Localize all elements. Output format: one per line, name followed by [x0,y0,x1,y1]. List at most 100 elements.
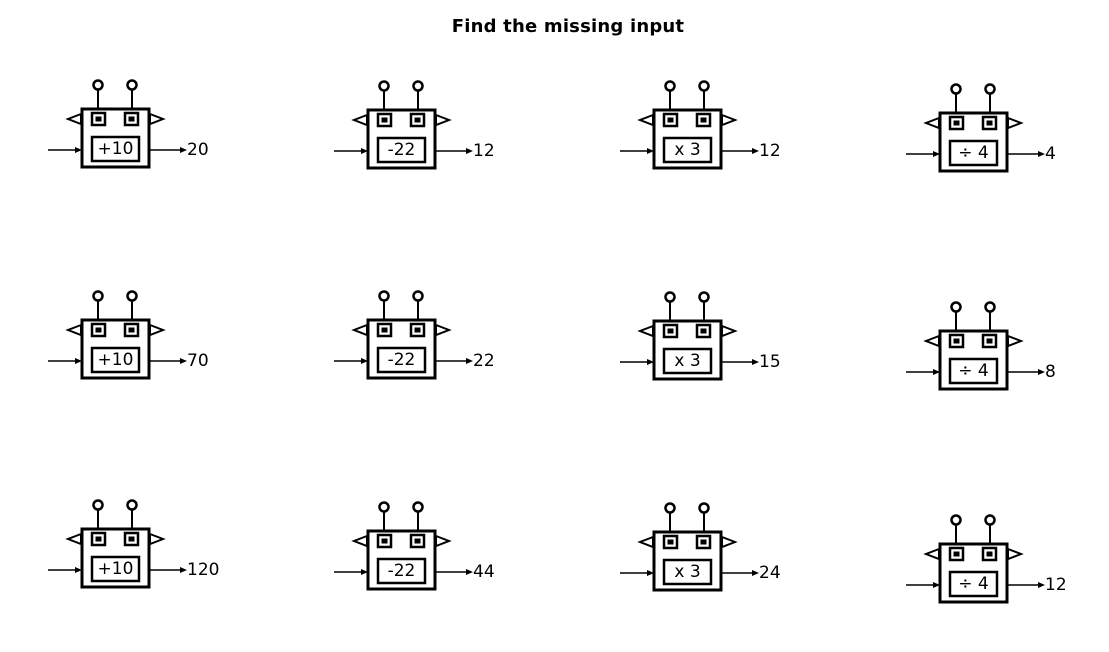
left-ear-icon [923,116,940,130]
input-arrow-head-icon [75,567,82,573]
left-ear-icon [65,112,82,126]
machine-pupil [953,551,960,557]
output-arrow-head-icon [466,358,473,364]
input-arrow-head-icon [361,569,368,575]
operation-panel [376,346,427,374]
left-ear-icon [351,534,368,548]
machine-drawing [48,79,187,169]
function-machine: ÷ 4 4 [906,69,1109,179]
antenna-ball-icon [664,80,676,92]
left-ear-icon [65,532,82,546]
machine-pupil [381,117,388,123]
machine-drawing [620,80,759,170]
antenna-ball-icon [378,290,390,302]
function-machine: -22 12 [334,66,564,176]
antenna-ball-icon [412,80,424,92]
operation-label: +10 [97,350,134,370]
machine-pupil [667,117,674,123]
operation-panel [90,346,141,374]
right-ear-icon [149,112,166,126]
machine-pupil [128,116,135,122]
machine-pupil [414,117,421,123]
operation-label: x 3 [674,562,701,582]
operation-label: -22 [387,561,416,581]
input-arrow-head-icon [933,151,940,157]
machine-pupil [667,328,674,334]
worksheet-title: Find the missing input [451,16,685,37]
antenna-ball-icon [984,83,996,95]
right-ear-icon [149,532,166,546]
output-value: 22 [473,351,495,371]
antenna-ball-icon [92,290,104,302]
machine-pupil [986,338,993,344]
machine-pupil [128,327,135,333]
operation-label: ÷ 4 [958,361,989,381]
operation-panel [948,570,999,598]
operation-panel [90,555,141,583]
machine-pupil [700,328,707,334]
output-value: 4 [1045,144,1056,164]
antenna-ball-icon [126,499,138,511]
output-value: 20 [187,140,209,160]
machine-pupil [953,120,960,126]
input-arrow-head-icon [647,148,654,154]
output-value: 120 [187,560,220,580]
operation-panel [948,139,999,167]
right-ear-icon [1007,116,1024,130]
operation-panel [662,136,713,164]
left-ear-icon [923,334,940,348]
right-ear-icon [435,534,452,548]
operation-label: x 3 [674,351,701,371]
right-ear-icon [1007,547,1024,561]
operation-label: ÷ 4 [958,143,989,163]
input-arrow-head-icon [647,359,654,365]
output-arrow-head-icon [466,148,473,154]
machine-drawing [334,501,473,591]
left-ear-icon [351,323,368,337]
operation-label: -22 [387,350,416,370]
right-ear-icon [721,113,738,127]
antenna-ball-icon [378,501,390,513]
operation-panel [90,135,141,163]
function-machine: +10 70 [48,276,278,386]
antenna-ball-icon [698,80,710,92]
machine-pupil [700,117,707,123]
antenna-ball-icon [412,501,424,513]
antenna-ball-icon [92,79,104,91]
input-arrow-head-icon [361,358,368,364]
output-value: 12 [473,141,495,161]
machine-drawing [906,514,1045,604]
antenna-ball-icon [126,290,138,302]
machine-pupil [381,327,388,333]
output-value: 44 [473,562,495,582]
operation-label: -22 [387,140,416,160]
right-ear-icon [721,324,738,338]
output-arrow-head-icon [752,570,759,576]
input-arrow-head-icon [647,570,654,576]
output-arrow-head-icon [180,567,187,573]
antenna-ball-icon [950,514,962,526]
machine-drawing [48,499,187,589]
machine-drawing [906,83,1045,173]
operation-label: +10 [97,139,134,159]
machine-pupil [986,120,993,126]
antenna-ball-icon [664,502,676,514]
output-arrow-head-icon [180,147,187,153]
output-arrow-head-icon [1038,151,1045,157]
operation-panel [662,347,713,375]
left-ear-icon [923,547,940,561]
right-ear-icon [149,323,166,337]
antenna-ball-icon [950,301,962,313]
antenna-ball-icon [950,83,962,95]
machine-drawing [334,290,473,380]
machine-drawing [620,291,759,381]
antenna-ball-icon [378,80,390,92]
output-arrow-head-icon [752,148,759,154]
machine-pupil [414,327,421,333]
right-ear-icon [435,113,452,127]
operation-panel [662,558,713,586]
machine-pupil [95,327,102,333]
output-value: 24 [759,563,781,583]
output-value: 70 [187,351,209,371]
